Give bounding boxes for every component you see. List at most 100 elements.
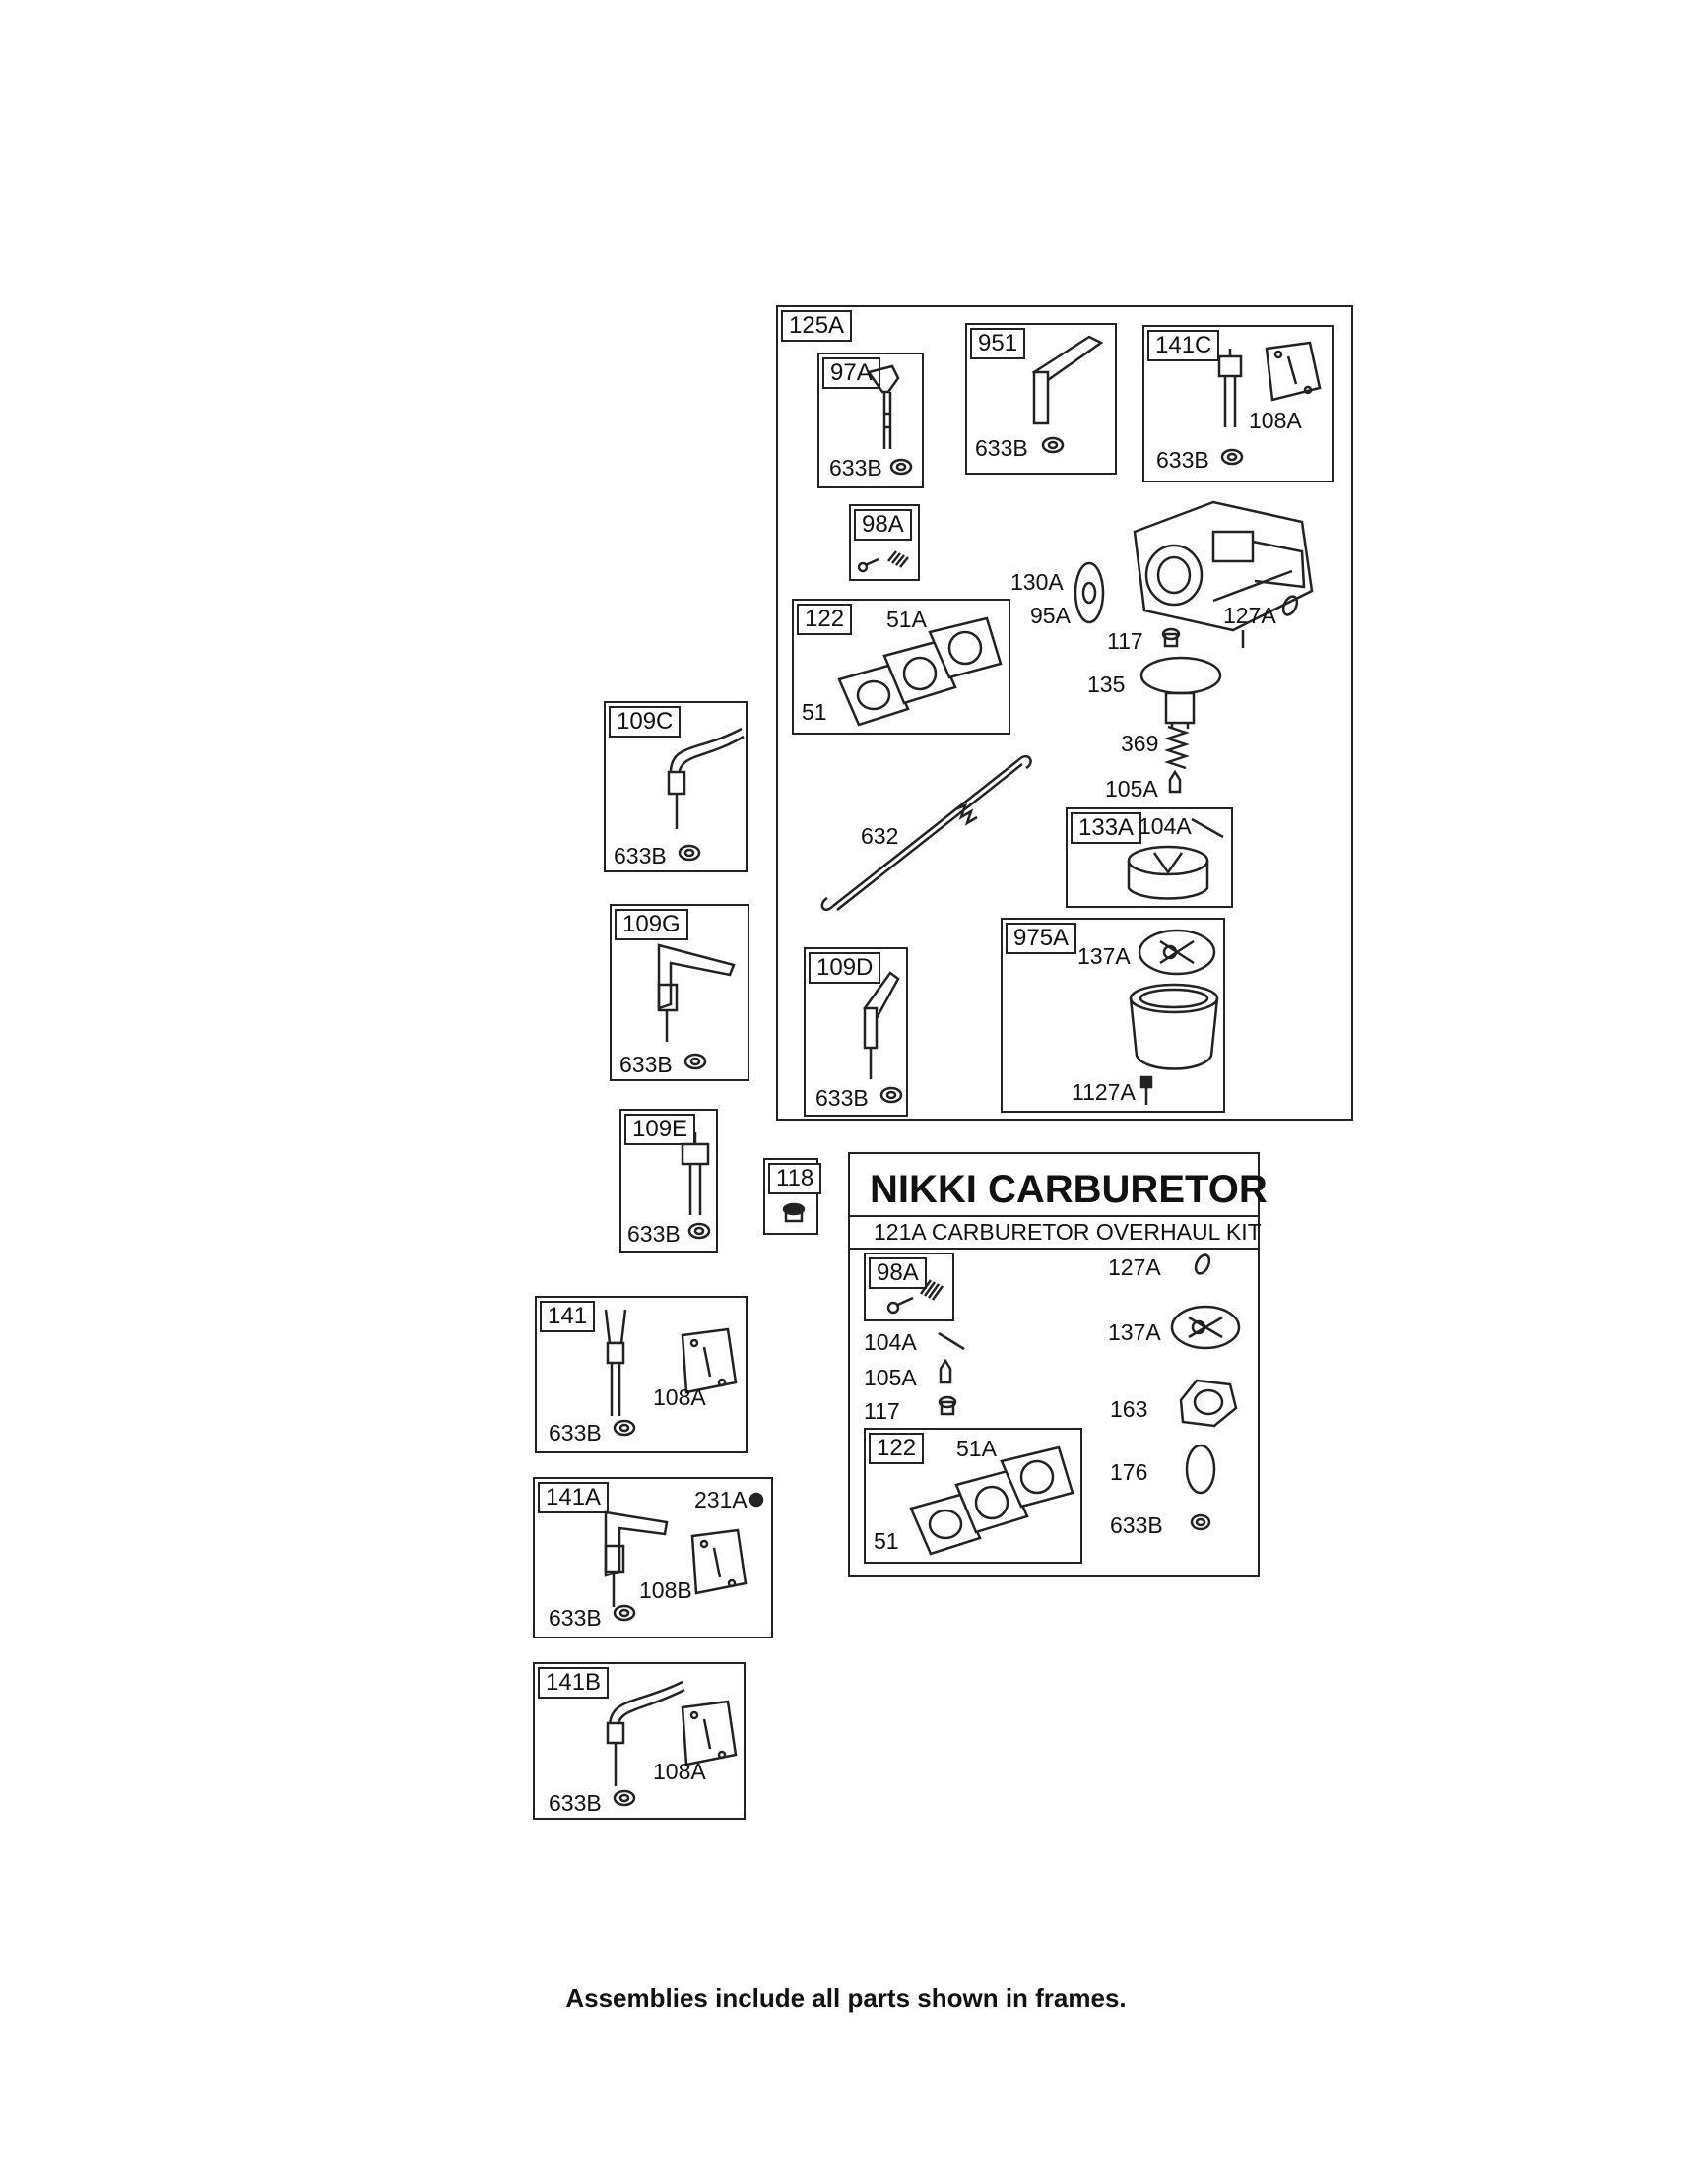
frame-141: 141 108A 633B (535, 1296, 748, 1453)
frame-141A: 141A 231A 108B 633B (533, 1477, 773, 1638)
washer-icon (889, 458, 913, 476)
governor-lever-icon (863, 971, 900, 1079)
frame-109E: 109E 633B (619, 1109, 718, 1253)
washer-icon (613, 1789, 636, 1807)
bowl-gasket-icon (1170, 1305, 1241, 1350)
part-108B: 108B (639, 1577, 692, 1603)
governor-shaft-icon (604, 1309, 627, 1416)
part-105A: 105A (864, 1365, 917, 1390)
tag-951: 951 (970, 328, 1026, 359)
part-369: 369 (1121, 731, 1159, 756)
frame-141B: 141B 108A 633B (533, 1662, 746, 1820)
frame-118: 118 (763, 1158, 822, 1235)
float-bowl-icon (1129, 983, 1219, 1070)
washer-icon (613, 1419, 636, 1437)
part-176: 176 (1110, 1459, 1148, 1485)
screw-spring-icon (857, 550, 909, 573)
frame-98A: 98A (849, 504, 920, 581)
gasket-plate-icon (1074, 561, 1105, 624)
tag-125A: 125A (781, 310, 853, 342)
tag-141A: 141A (538, 1482, 610, 1513)
frame-122: 122 51A 51 (792, 599, 1010, 735)
tag-141: 141 (540, 1301, 596, 1332)
gasket-icon (690, 1528, 748, 1595)
jet-icon (1161, 627, 1181, 648)
part-95A: 95A (1030, 603, 1071, 628)
governor-lever-icon (667, 727, 745, 829)
part-105A: 105A (1105, 776, 1158, 802)
seal-ring-icon (1185, 1444, 1216, 1495)
washer-icon (613, 1604, 636, 1622)
frame-141C: 141C 108A 633B (1142, 325, 1334, 482)
carburetor-body-icon (1133, 500, 1314, 648)
washer-icon (1220, 448, 1244, 466)
pin-icon (938, 1331, 965, 1351)
part-633B: 633B (1110, 1512, 1163, 1538)
part-231A: 231A (694, 1487, 748, 1512)
tag-98A: 98A (854, 509, 912, 541)
tag-109G: 109G (615, 909, 688, 940)
frame-109G: 109G 633B (610, 904, 749, 1081)
part-1127A: 1127A (1072, 1079, 1136, 1105)
governor-shaft-icon (681, 1132, 710, 1215)
part-117: 117 (864, 1398, 900, 1424)
governor-lever-icon (604, 1510, 669, 1607)
divider (850, 1215, 1258, 1217)
governor-lever-icon (657, 943, 736, 1042)
governor-shaft-icon (1217, 349, 1243, 427)
tag-133A: 133A (1071, 812, 1142, 844)
gaskets-icon (909, 1445, 1074, 1556)
washer-icon (683, 1053, 707, 1070)
frame-951: 951 633B (965, 323, 1117, 475)
frame-122-kit: 122 51A 51 (864, 1428, 1082, 1564)
frame-125A: 125A 97A 633B 951 633B 141C 108A 633B 98… (776, 305, 1353, 1121)
part-104A: 104A (1139, 813, 1192, 839)
footer-note: Assemblies include all parts shown in fr… (565, 1983, 1127, 2013)
tag-141C: 141C (1147, 330, 1220, 361)
part-104A: 104A (864, 1329, 917, 1355)
part-51: 51 (802, 699, 827, 725)
float-icon (1127, 845, 1209, 900)
part-108A: 108A (1249, 408, 1302, 433)
washer-icon (1190, 1513, 1211, 1531)
overhaul-kit-panel: NIKKI CARBURETOR 121A CARBURETOR OVERHAU… (848, 1152, 1268, 1577)
float-bowl-plate-icon (1139, 656, 1222, 729)
tag-109E: 109E (624, 1114, 696, 1145)
part-137A: 137A (1108, 1319, 1161, 1345)
part-163: 163 (1110, 1396, 1148, 1422)
tag-122: 122 (797, 604, 853, 635)
nut-icon (748, 1492, 764, 1508)
pin-icon (1191, 817, 1224, 839)
o-ring-icon (1194, 1253, 1211, 1275)
part-633B: 633B (619, 1052, 673, 1077)
part-633B: 633B (549, 1605, 602, 1631)
tag-975A: 975A (1006, 923, 1077, 954)
frame-975A: 975A 137A 1127A (1001, 918, 1225, 1113)
frame-109C: 109C 633B (604, 701, 748, 872)
tag-141B: 141B (538, 1667, 610, 1699)
governor-lever-icon (606, 1680, 685, 1786)
part-127A: 127A (1223, 603, 1276, 628)
gasket-icon (1265, 341, 1322, 402)
link-rod-icon (820, 754, 1032, 912)
o-ring-icon (1281, 595, 1299, 616)
frame-98A-kit: 98A (864, 1253, 954, 1321)
part-108A: 108A (653, 1384, 706, 1410)
kit-subtitle: 121A CARBURETOR OVERHAUL KIT (874, 1219, 1262, 1245)
kit-heading: NIKKI CARBURETOR (870, 1168, 1268, 1211)
throttle-lever-icon (1031, 335, 1104, 425)
screw-spring-icon (886, 1279, 944, 1315)
bowl-gasket-icon (1138, 929, 1216, 976)
washer-icon (678, 844, 701, 862)
gaskets-icon (837, 616, 1003, 727)
gasket-icon (681, 1700, 738, 1766)
part-135: 135 (1087, 672, 1126, 697)
needle-valve-icon (939, 1358, 952, 1384)
part-117: 117 (1107, 628, 1143, 654)
part-633B: 633B (829, 455, 882, 481)
washer-icon (879, 1086, 903, 1104)
tag-109C: 109C (609, 706, 682, 738)
part-127A: 127A (1108, 1254, 1161, 1280)
divider (850, 1248, 1258, 1250)
part-633B: 633B (815, 1085, 869, 1111)
